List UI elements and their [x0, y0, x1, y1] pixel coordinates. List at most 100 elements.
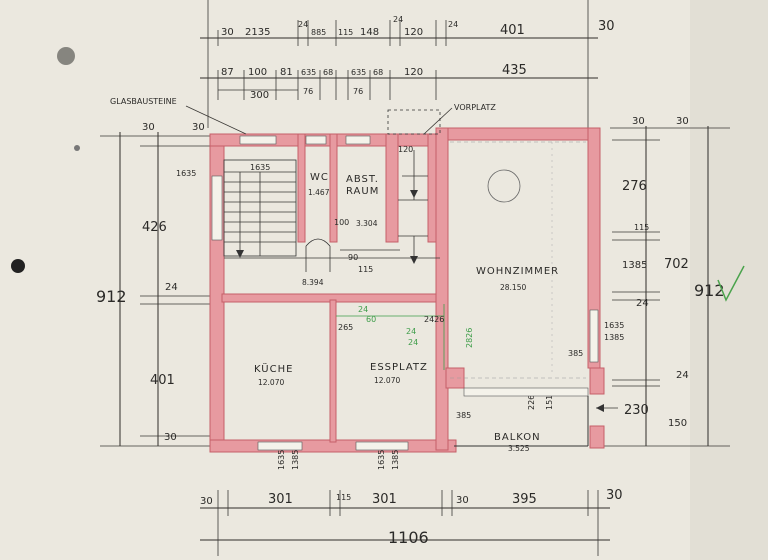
green-note-1: 60 [366, 315, 376, 324]
dim-right-1: 30 [676, 116, 689, 127]
dim-bottom-total: 1106 [388, 528, 429, 547]
dim-top1-0: 30 [221, 27, 234, 38]
dim-top1-3: 885 [311, 28, 326, 37]
dim-top1-2: 24 [298, 20, 308, 29]
window-living-right [589, 309, 599, 363]
dim-window-bottom-0: 1635 [277, 450, 286, 470]
dim-left-0: 30 [142, 122, 155, 133]
dim-left-3: 426 [142, 220, 167, 235]
dim-top1-1: 2135 [245, 27, 270, 38]
room-area-hall: 8.394 [302, 278, 324, 287]
dim-right-7: 912 [694, 281, 725, 300]
window-top-abst [345, 135, 371, 145]
dim-right-9: 1385 [604, 333, 624, 342]
dim-top2-1: 100 [248, 67, 267, 78]
dim-top2-6: 68 [373, 68, 383, 77]
dim-top2-4: 68 [323, 68, 333, 77]
punch-hole-middle [11, 259, 25, 273]
ink-dot [74, 145, 80, 151]
room-area-abst: 3.304 [356, 219, 378, 228]
room-label-wc: WC [310, 172, 329, 183]
dim-left-1: 30 [192, 122, 205, 133]
green-note-2: 24 [406, 327, 416, 336]
check-mark-icon [717, 265, 745, 302]
dimension-bottom [200, 490, 610, 556]
dim-bottom-4: 30 [456, 495, 469, 506]
window-top-stair [239, 135, 277, 145]
dim-left-6: 401 [150, 373, 175, 388]
dimension-right [600, 126, 730, 447]
dim-right-4: 1385 [622, 260, 647, 271]
room-area-kueche: 12.070 [258, 378, 284, 387]
room-label-kueche: KÜCHE [254, 362, 293, 375]
dim-window-bottom-2: 1635 [377, 450, 386, 470]
dimension-top [200, 0, 598, 128]
window-top-wc [305, 135, 327, 145]
dim-misc-6: 2426 [424, 315, 444, 324]
dim-top2-8: 435 [502, 63, 527, 78]
dim-right-8: 1635 [604, 321, 624, 330]
staircase [223, 159, 297, 258]
dimension-left [100, 132, 220, 447]
dim-misc-5: 265 [338, 323, 353, 332]
dim-misc-0: 1635 [250, 163, 270, 172]
room-label-balkon: BALKON [494, 432, 541, 443]
balcony-door [463, 387, 589, 397]
room-label-abst: ABST. [346, 174, 379, 185]
paper-shade-right [690, 0, 768, 560]
punch-hole-top [57, 47, 75, 65]
room-area-essplatz: 12.070 [374, 376, 400, 385]
dim-top1-8: 24 [448, 20, 458, 29]
dim-right-16: 385 [456, 411, 471, 420]
dim-left-5: 24 [165, 282, 178, 293]
hall-arch [224, 238, 440, 272]
dim-right-12: 150 [668, 418, 687, 429]
dim-top1-10: 30 [598, 19, 615, 34]
dim-top2-2: 81 [280, 67, 293, 78]
dim-bottom-3: 301 [372, 492, 397, 507]
dim-bottom-5: 395 [512, 492, 537, 507]
dim-bottom-0: 30 [200, 496, 213, 507]
dim-top1-4: 115 [338, 28, 353, 37]
dim-right-10: 385 [568, 349, 583, 358]
room-label-raum: RAUM [346, 186, 379, 197]
room-label-essplatz: ESSPLATZ [370, 362, 428, 373]
window-bottom-essplatz [355, 441, 409, 451]
label-vorplatz: VORPLATZ [454, 103, 496, 112]
vorplatz-details [387, 109, 441, 264]
window-left-stair [211, 175, 223, 241]
dim-window-bottom-1: 1385 [291, 450, 300, 470]
dim-top1-6: 24 [393, 15, 403, 24]
dim-right-13: 230 [624, 403, 649, 418]
dim-top2-3: 635 [301, 68, 316, 77]
dim-misc-2: 100 [334, 218, 349, 227]
dim-right-3: 115 [634, 223, 649, 232]
dim-top2-5: 635 [351, 68, 366, 77]
dim-top2-0: 87 [221, 67, 234, 78]
dim-bottom-6: 30 [606, 488, 623, 503]
dim-top2-sub-2: 76 [353, 87, 363, 96]
dim-bottom-1: 301 [268, 492, 293, 507]
dim-right-11: 24 [676, 370, 689, 381]
dim-right-15: 151 [545, 395, 554, 410]
dim-left-2: 1635 [176, 169, 196, 178]
room-area-balkon: 3.525 [508, 444, 530, 453]
label-glasbausteine: GLASBAUSTEINE [110, 97, 177, 106]
dim-top1-9: 401 [500, 23, 525, 38]
green-annotations [336, 304, 445, 370]
balcony [454, 396, 589, 447]
dim-right-5: 24 [636, 298, 649, 309]
arrow-icon [596, 404, 604, 412]
dim-top2-sub-1: 76 [303, 87, 313, 96]
dim-right-2: 276 [622, 179, 647, 194]
room-area-wc: 1.467 [308, 188, 330, 197]
dim-bottom-2: 115 [336, 493, 351, 502]
dim-left-7: 30 [164, 432, 177, 443]
window-bottom-kueche [257, 441, 303, 451]
dim-top2-sub-0: 300 [250, 90, 269, 101]
dim-misc-3: 115 [358, 265, 373, 274]
living-details [450, 141, 586, 379]
room-area-wohnzimmer: 28.150 [500, 283, 526, 292]
